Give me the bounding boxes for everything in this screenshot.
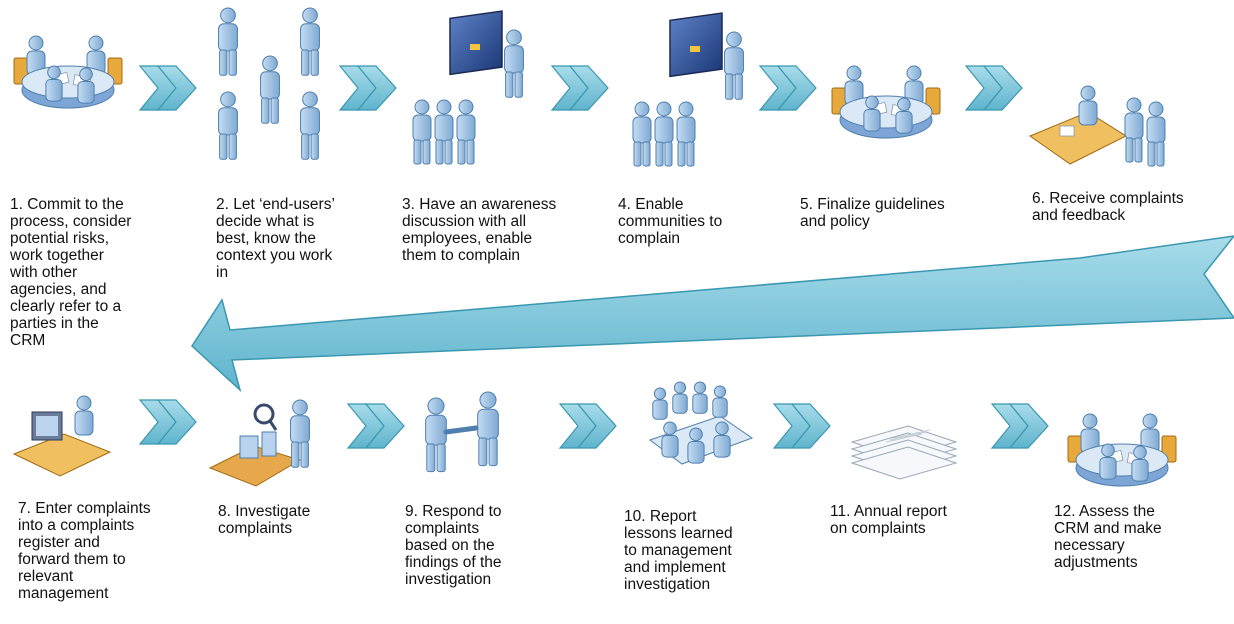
document-stack-icon bbox=[850, 425, 958, 480]
step-11-label: 11. Annual report on complaints bbox=[830, 503, 947, 537]
step-9-label: 9. Respond to complaints based on the fi… bbox=[405, 503, 502, 588]
return-flow-arrow bbox=[191, 235, 1234, 393]
flow-arrow-3 bbox=[550, 65, 609, 111]
presenter-audience-icon bbox=[632, 12, 744, 167]
flow-arrow-2 bbox=[338, 65, 397, 111]
meeting-table-icon bbox=[831, 65, 941, 139]
step-2-label: 2. Let ‘end-users’ decide what is best, … bbox=[216, 196, 335, 281]
flow-arrow-1 bbox=[138, 65, 197, 111]
flow-arrow-10 bbox=[990, 403, 1049, 449]
flow-arrow-8 bbox=[558, 403, 617, 449]
presenter-audience-icon bbox=[412, 10, 524, 165]
investigator-magnifier-icon bbox=[208, 399, 310, 487]
meeting-table-icon bbox=[13, 35, 123, 109]
scattered-people-icon bbox=[218, 7, 320, 160]
step-4-label: 4. Enable communities to complain bbox=[618, 196, 723, 247]
flow-arrow-7 bbox=[346, 403, 405, 449]
handshake-icon bbox=[425, 391, 499, 473]
flow-arrow-9 bbox=[772, 403, 831, 449]
meeting-table-icon bbox=[1067, 413, 1177, 487]
step-3-label: 3. Have an awareness discussion with all… bbox=[402, 196, 557, 264]
step-1-label: 1. Commit to the process, consider poten… bbox=[10, 196, 132, 349]
step-5-label: 5. Finalize guidelines and policy bbox=[800, 196, 945, 230]
step-8-label: 8. Investigate complaints bbox=[218, 503, 311, 537]
flow-arrow-6 bbox=[138, 399, 197, 445]
flow-arrow-5 bbox=[964, 65, 1023, 111]
computer-user-icon bbox=[12, 395, 112, 477]
step-12-label: 12. Assess the CRM and make necessary ad… bbox=[1054, 503, 1162, 571]
boardroom-icon bbox=[648, 381, 754, 465]
flow-arrow-4 bbox=[758, 65, 817, 111]
step-10-label: 10. Report lessons learned to management… bbox=[624, 508, 733, 593]
desk-visitors-icon bbox=[1028, 85, 1166, 167]
step-6-label: 6. Receive complaints and feedback bbox=[1032, 190, 1184, 224]
step-7-label: 7. Enter complaints into a complaints re… bbox=[18, 500, 151, 602]
